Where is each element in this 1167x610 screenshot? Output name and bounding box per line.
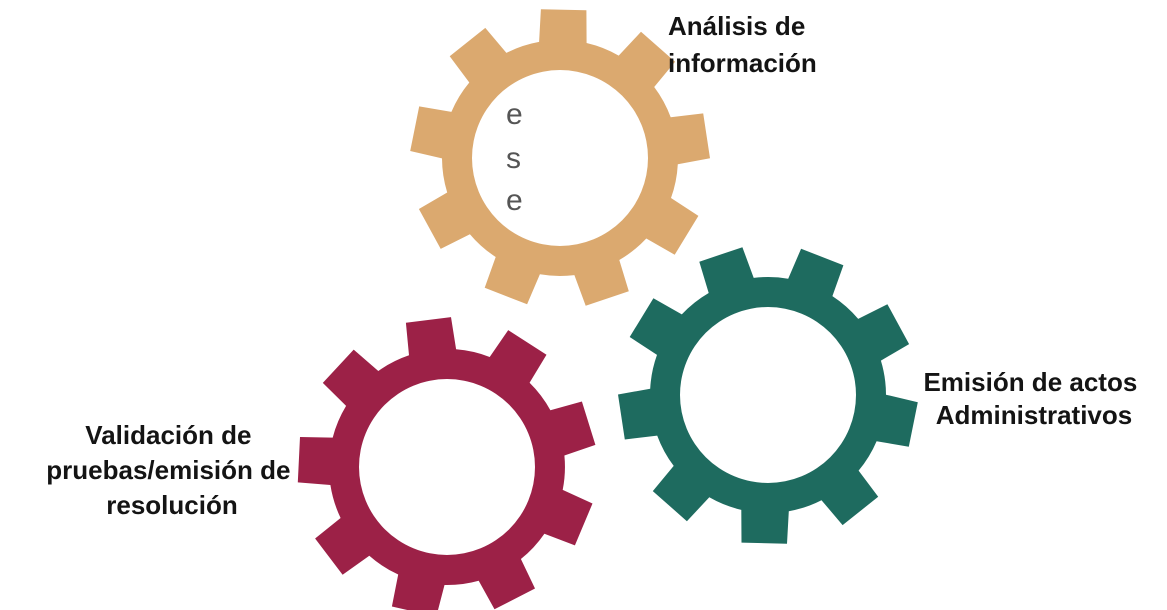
gear-analisis-icon [410, 9, 710, 306]
label-validacion-line-3: resolución [106, 490, 237, 520]
label-emision: Emisión de actos Administrativos [923, 367, 1144, 430]
side-text-line-2: s [506, 142, 521, 175]
label-emision-line-1: Emisión de actos [923, 367, 1137, 397]
label-analisis: Análisis de información [668, 11, 817, 78]
side-text-line-3: e [506, 184, 523, 217]
label-analisis-line-2: información [668, 48, 817, 78]
label-validacion: Validación de pruebas/emisión de resoluc… [46, 420, 297, 520]
gear-emision-icon [618, 247, 918, 544]
side-text-line-1: e [506, 98, 523, 131]
label-emision-line-2: Administrativos [936, 400, 1133, 430]
gear-validacion-icon [297, 317, 596, 610]
label-validacion-line-2: pruebas/emisión de [46, 455, 290, 485]
label-analisis-line-1: Análisis de [668, 11, 805, 41]
label-validacion-line-1: Validación de [85, 420, 251, 450]
